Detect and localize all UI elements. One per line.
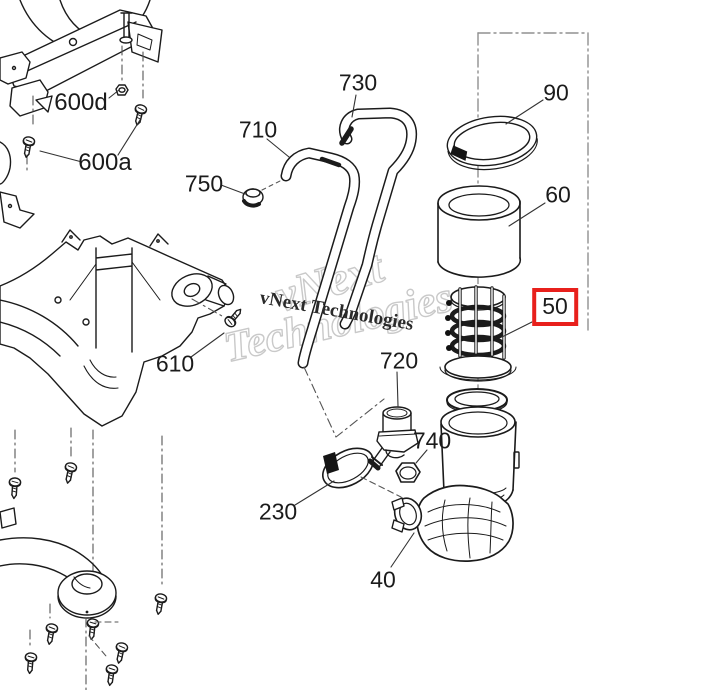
part-label-750[interactable]: 750: [184, 170, 224, 197]
part-label-50-highlighted[interactable]: 50: [532, 288, 578, 326]
part-label-90[interactable]: 90: [543, 79, 569, 106]
elbow-duct-40: [391, 484, 514, 562]
screw: [42, 622, 59, 646]
label-leaders: [39, 89, 546, 568]
frame-assembly: [0, 0, 163, 229]
part-label-610[interactable]: 610: [155, 350, 195, 377]
screw: [61, 461, 79, 486]
part-label-600a[interactable]: 600a: [78, 149, 132, 176]
part-label-720[interactable]: 720: [379, 347, 419, 374]
part-label-740[interactable]: 740: [412, 427, 452, 454]
strainer-50: [439, 284, 517, 382]
filter-60: [437, 185, 522, 278]
grommet-750: [242, 180, 281, 208]
screw: [151, 592, 168, 616]
fitting-720: [367, 406, 419, 471]
airbox-manifold: [0, 229, 235, 427]
part-label-710[interactable]: 710: [238, 116, 278, 143]
clamp-230: [322, 447, 374, 489]
part-label-230[interactable]: 230: [258, 498, 298, 525]
leader-dash-610: [191, 298, 223, 317]
leader-dashes-top-left: [26, 45, 144, 173]
nut-740: [395, 462, 421, 483]
clamp-90: [446, 115, 538, 171]
screw-600a-right: [130, 103, 149, 128]
part-label-40[interactable]: 40: [370, 566, 396, 593]
part-label-600d[interactable]: 600d: [54, 89, 108, 116]
screw: [112, 641, 130, 666]
nut-600d: [115, 84, 129, 96]
assembly-connectors: [303, 366, 402, 498]
part-label-60[interactable]: 60: [545, 181, 571, 208]
hose-710: [280, 147, 361, 369]
lower-duct: [0, 507, 117, 619]
part-label-730[interactable]: 730: [338, 69, 378, 96]
hose-730: [339, 107, 418, 330]
screw: [7, 476, 22, 500]
screw: [103, 663, 119, 687]
screw: [23, 651, 38, 675]
leader-dashes-duct: [29, 603, 119, 690]
screw-600a-left: [19, 135, 36, 159]
